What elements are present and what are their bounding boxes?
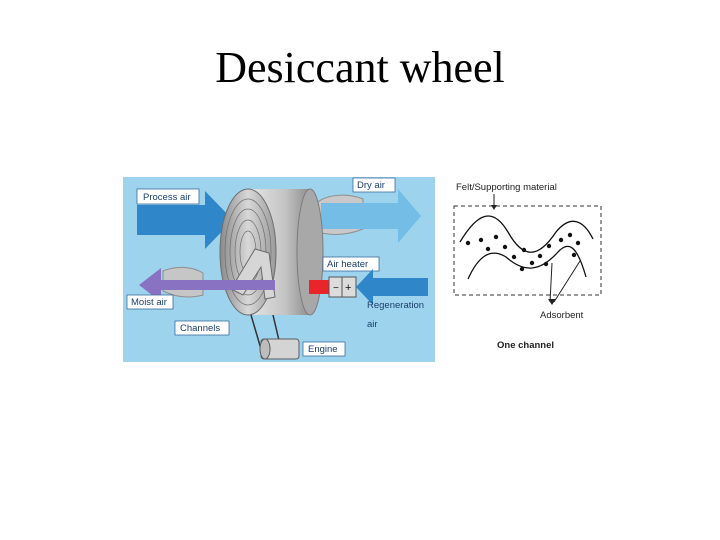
desiccant-wheel-diagram: Process air Dry air Air heater − + Regen…	[123, 177, 435, 362]
moist-air-label: Moist air	[131, 297, 167, 308]
slide-title: Desiccant wheel	[215, 43, 505, 92]
adsorbent-pointer-1	[549, 262, 553, 303]
engine-label-box	[302, 341, 346, 357]
process-air-label: Process air	[143, 192, 191, 203]
engine-label: Engine	[308, 344, 338, 355]
process-air-label-box	[136, 188, 200, 205]
regeneration-air-arrow	[356, 269, 428, 305]
channel-frame	[453, 205, 602, 296]
felt-material-label: Felt/Supporting material	[456, 182, 557, 193]
air-heater-label: Air heater	[327, 259, 368, 270]
adsorbent-pointer-2	[553, 260, 581, 303]
channel-wall-lower	[467, 245, 587, 280]
moist-air-label-box	[126, 294, 174, 310]
moist-air-arrow	[139, 268, 275, 302]
regeneration-air-label-line1: Regeneration	[367, 300, 424, 311]
adsorbent-label: Adsorbent	[540, 310, 584, 321]
channels-label-box	[174, 320, 230, 336]
heater-minus-symbol: −	[333, 283, 339, 294]
adsorbent-pointer-head	[548, 299, 556, 305]
one-channel-diagram: Felt/Supporting material Adsorbent One c…	[453, 182, 602, 351]
heater-plus-symbol: +	[345, 282, 351, 294]
process-air-arrow	[137, 191, 233, 249]
dry-air-arrow	[321, 189, 421, 243]
dry-air-label: Dry air	[357, 180, 385, 191]
regeneration-air-label-line2: air	[367, 319, 378, 330]
channel-wall-upper	[459, 215, 594, 253]
channels-label: Channels	[180, 323, 220, 334]
engine-pulley	[259, 338, 271, 360]
wheel-back-edge	[296, 188, 324, 316]
air-heater-label-box	[322, 256, 380, 272]
adsorbent-particles	[465, 232, 581, 272]
one-channel-label: One channel	[497, 340, 554, 351]
dry-air-label-box	[352, 177, 396, 193]
